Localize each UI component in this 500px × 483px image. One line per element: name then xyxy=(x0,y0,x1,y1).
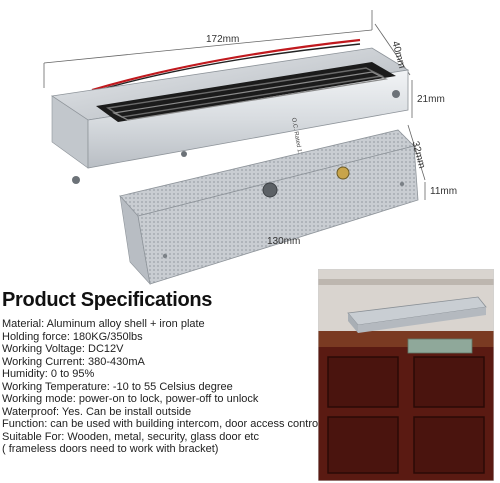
armature-plate xyxy=(119,129,419,285)
spec-working-voltage: Working Voltage: DC12V xyxy=(2,343,124,355)
installation-photo xyxy=(318,269,494,481)
dimension-line-32 xyxy=(407,124,426,181)
door-armature-plate xyxy=(407,338,473,354)
dimension-line-172 xyxy=(43,10,373,88)
dimension-21mm: 21mm xyxy=(417,94,445,105)
spec-working-temperature: Working Temperature: -10 to 55 Celsius d… xyxy=(2,380,233,393)
spec-holding-force: Holding force: 180KG/350lbs xyxy=(2,330,143,343)
product-illustration: O.C. Rated 12 xyxy=(43,10,426,285)
spec-function: Function: can be used with building inte… xyxy=(2,418,359,430)
power-wire xyxy=(91,38,361,92)
spec-frameless-note: ( frameless doors need to work with brac… xyxy=(2,443,219,455)
page-title: Product Specifications xyxy=(2,289,213,311)
dimension-11mm: 11mm xyxy=(430,186,458,197)
spec-waterproof: Waterproof: Yes. Can be install outside xyxy=(2,405,192,418)
spec-list: Material: Aluminum alloy shell + iron pl… xyxy=(2,318,358,456)
spec-humidity: Humidity: 0 to 95% xyxy=(2,368,95,380)
spec-suitable-for: Suitable For: Wooden, metal, security, g… xyxy=(2,430,259,443)
spec-working-mode: Working mode: power-on to lock, power-of… xyxy=(2,393,259,405)
dimension-line-40 xyxy=(374,23,411,76)
dimension-130mm: 130mm xyxy=(267,236,301,247)
spec-material: Material: Aluminum alloy shell + iron pl… xyxy=(2,318,205,330)
spec-working-current: Working Current: 380-430mA xyxy=(2,355,145,368)
magnetic-lock-body xyxy=(50,47,410,184)
dimension-172mm: 172mm xyxy=(206,34,240,45)
